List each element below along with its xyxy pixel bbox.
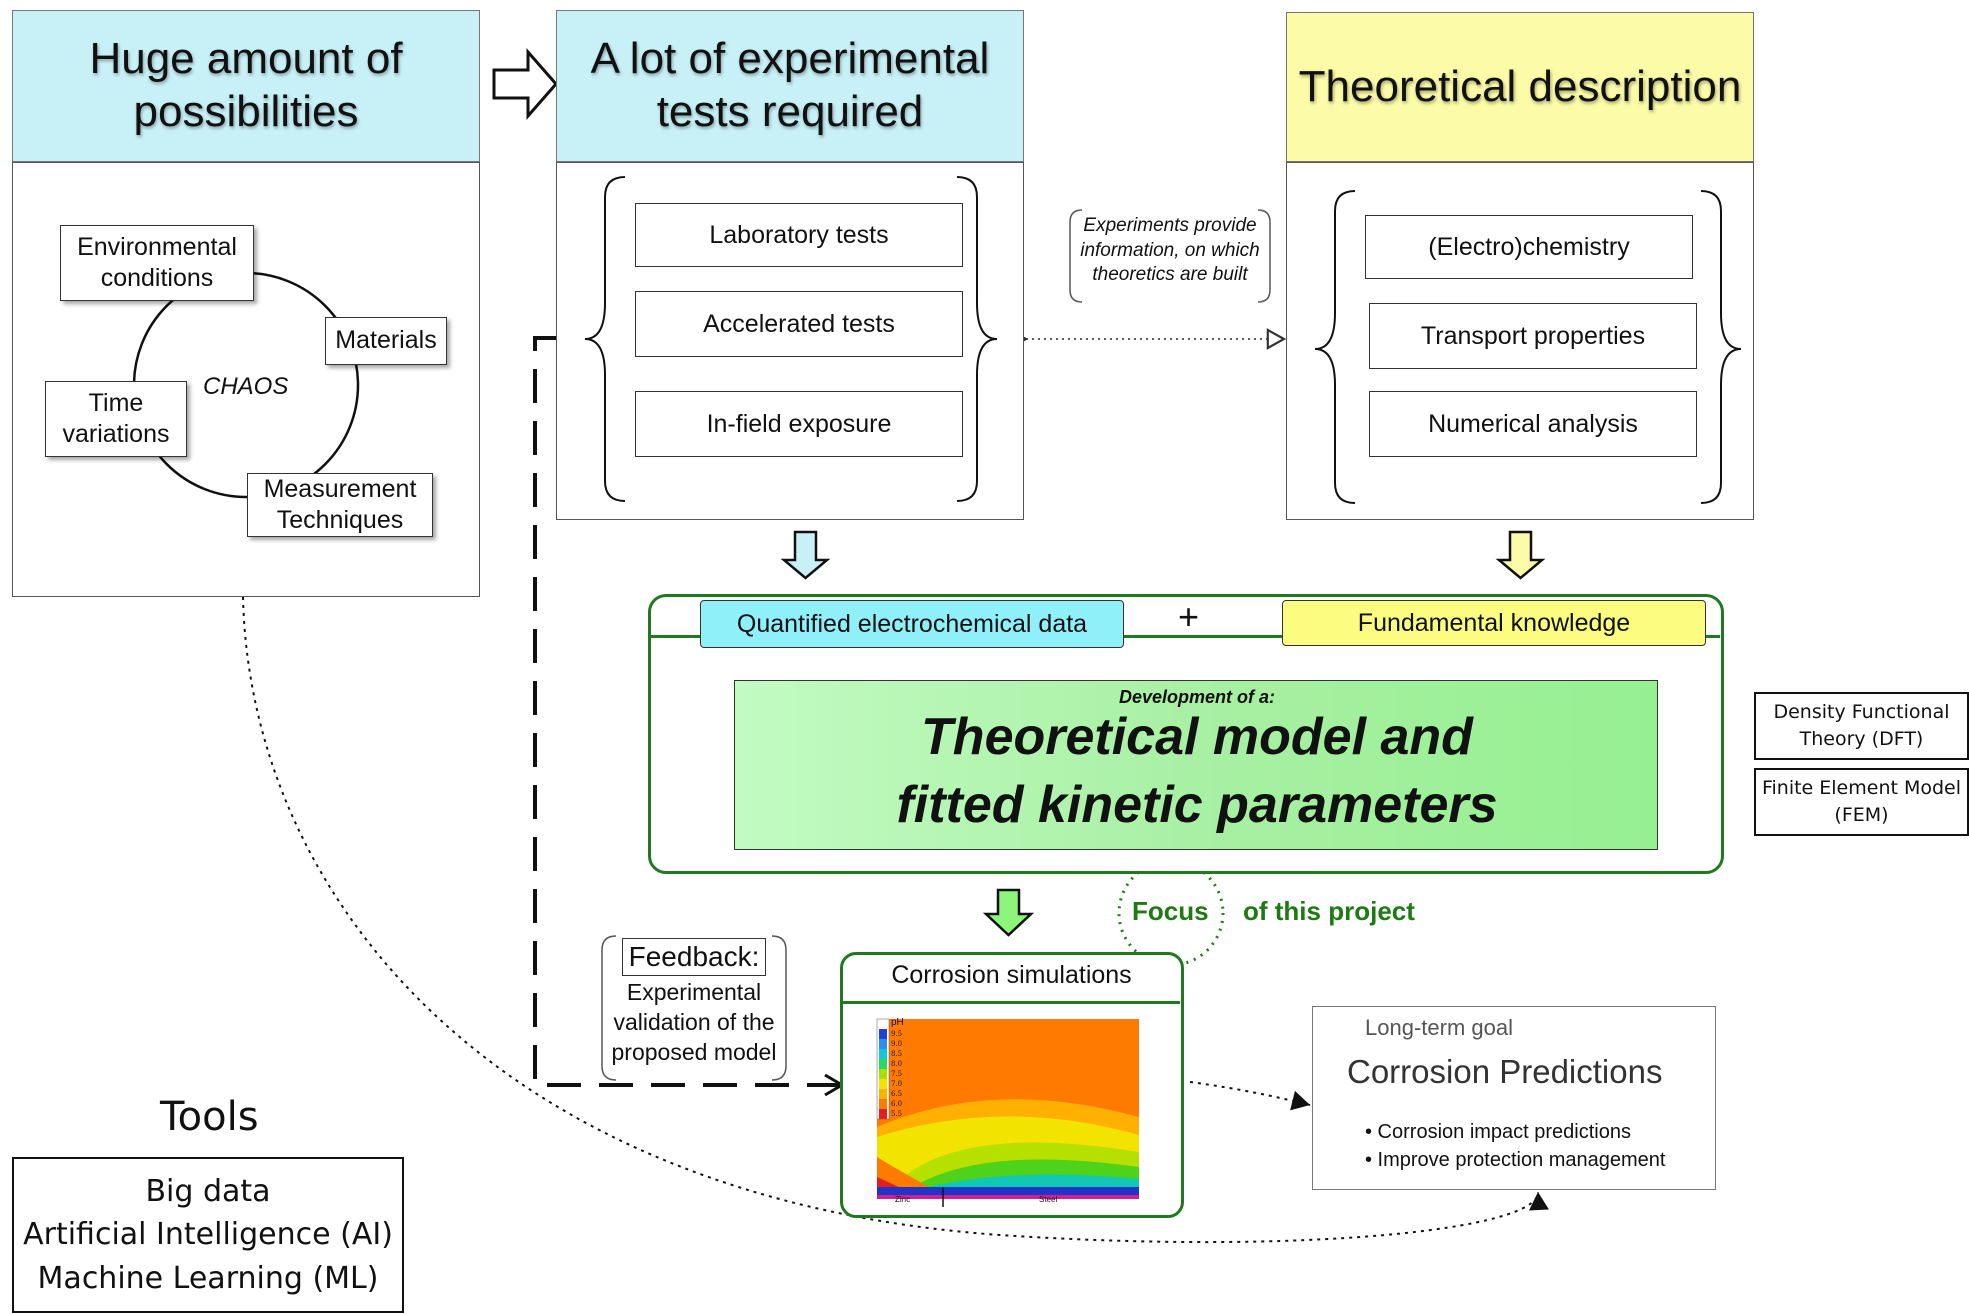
chaos-item-materials: Materials xyxy=(325,317,447,365)
experiment-laboratory: Laboratory tests xyxy=(635,203,963,267)
side-fem-line1: Finite Element Model xyxy=(1761,777,1962,800)
sim-legend-value: 9.0 xyxy=(891,1040,903,1048)
data-tab: Quantified electrochemical data xyxy=(700,600,1124,648)
tools-box: Big data Artificial Intelligence (AI) Ma… xyxy=(12,1157,404,1313)
down-arrow-cyan-icon xyxy=(780,530,831,580)
experiments-note: Experiments provide information, on whic… xyxy=(1068,208,1272,304)
sim-legend-value: 7.5 xyxy=(891,1070,903,1078)
feedback-text: Experimental validation of the proposed … xyxy=(611,979,777,1065)
predictions-bullet-2: • Improve protection management xyxy=(1365,1149,1666,1171)
chaos-item-environment: Environmental conditions xyxy=(60,225,254,301)
feedback-title: Feedback: xyxy=(622,938,766,976)
header-theoretical-text: Theoretical description xyxy=(1298,61,1742,111)
header-theoretical: Theoretical description xyxy=(1286,12,1754,162)
theoretical-braces xyxy=(1314,190,1742,504)
experiment-accelerated: Accelerated tests xyxy=(635,291,963,357)
experiment-in-field: In-field exposure xyxy=(635,391,963,457)
predictions-bullet-1: • Corrosion impact predictions xyxy=(1365,1121,1631,1143)
model-title-box: Development of a: Theoretical model and … xyxy=(734,680,1658,850)
header-possibilities-text: Huge amount of possibilities xyxy=(89,34,403,136)
chaos-panel: CHAOS Environmental conditions Materials… xyxy=(12,162,480,597)
side-fem-line2: (FEM) xyxy=(1834,804,1889,826)
simulation-title: Corrosion simulations xyxy=(891,961,1132,989)
theory-transport: Transport properties xyxy=(1369,303,1697,369)
side-fem: Finite Element Model (FEM) xyxy=(1754,768,1969,836)
feedback-dashed-path xyxy=(533,336,840,1087)
model-box-divider xyxy=(651,635,1720,638)
tools-title: Tools xyxy=(160,1094,259,1140)
side-dft: Density Functional Theory (DFT) xyxy=(1754,692,1969,760)
sim-legend-value: 6.5 xyxy=(891,1090,903,1098)
plus-sign: + xyxy=(1178,596,1200,637)
experiments-note-brackets xyxy=(1069,209,1271,303)
simulation-divider xyxy=(843,1001,1180,1004)
feedback-note: Feedback: Experimental validation of the… xyxy=(600,934,788,1082)
sim-axis-steel: Steel xyxy=(1039,1195,1058,1204)
side-dft-line2: Theory (DFT) xyxy=(1799,728,1924,750)
model-title-line1: Theoretical model and xyxy=(921,708,1473,766)
sim-legend-value: 8.5 xyxy=(891,1050,903,1058)
down-arrow-yellow-icon xyxy=(1495,530,1546,580)
sim-legend-value: 5.5 xyxy=(891,1110,903,1118)
tools-item-big-data: Big data xyxy=(145,1173,271,1209)
focus-rest: of this project xyxy=(1243,896,1415,926)
simulation-box: Corrosion simulations pH 9.5 9.0 8.5 8.0… xyxy=(840,952,1184,1218)
tools-item-ml: Machine Learning (ML) xyxy=(37,1260,379,1296)
sim-legend-value: 8.0 xyxy=(891,1060,903,1068)
header-arrow-icon xyxy=(492,48,558,120)
focus-word: Focus xyxy=(1132,896,1209,926)
sim-axis-zinc: Zinc xyxy=(895,1195,911,1204)
development-label: Development of a: xyxy=(1118,687,1276,707)
knowledge-tab: Fundamental knowledge xyxy=(1282,600,1706,646)
feedback-note-brackets xyxy=(601,935,787,1081)
sim-legend-value: 9.5 xyxy=(891,1030,903,1038)
experimental-braces xyxy=(584,176,998,502)
simulation-prediction-link xyxy=(1189,1081,1311,1111)
predictions-title: Corrosion Predictions xyxy=(1347,1053,1663,1090)
model-title-line2: fitted kinetic parameters xyxy=(896,776,1498,834)
chaos-item-time: Time variations xyxy=(45,381,187,457)
down-arrow-green-icon xyxy=(982,888,1035,937)
header-experimental-text: A lot of experimental tests required xyxy=(590,34,990,136)
experimental-panel: Laboratory tests Accelerated tests In-fi… xyxy=(556,162,1024,520)
chaos-center-label: CHAOS xyxy=(203,373,289,400)
header-experimental: A lot of experimental tests required xyxy=(556,10,1024,162)
tools-item-ai: Artificial Intelligence (AI) xyxy=(23,1217,393,1253)
theory-numerical: Numerical analysis xyxy=(1369,391,1697,457)
chaos-item-measurement: Measurement Techniques xyxy=(247,473,433,537)
sim-legend-title: pH xyxy=(891,1017,904,1028)
sim-legend-value: 6.0 xyxy=(891,1100,903,1108)
side-dft-line1: Density Functional xyxy=(1773,701,1950,724)
header-possibilities: Huge amount of possibilities xyxy=(12,10,480,162)
theoretical-panel: (Electro)chemistry Transport properties … xyxy=(1286,162,1754,520)
sim-legend-values: 9.5 9.0 8.5 8.0 7.5 7.0 6.5 6.0 5.5 xyxy=(891,1029,911,1119)
predictions-box: Long-term goal Corrosion Predictions • C… xyxy=(1312,1006,1716,1190)
theory-electrochemistry: (Electro)chemistry xyxy=(1365,215,1693,279)
experiments-note-text: Experiments provide information, on whic… xyxy=(1080,215,1260,286)
sim-legend-value: 7.0 xyxy=(891,1080,903,1088)
simulation-ph-plot xyxy=(873,1017,1143,1209)
predictions-small-label: Long-term goal xyxy=(1365,1015,1513,1040)
